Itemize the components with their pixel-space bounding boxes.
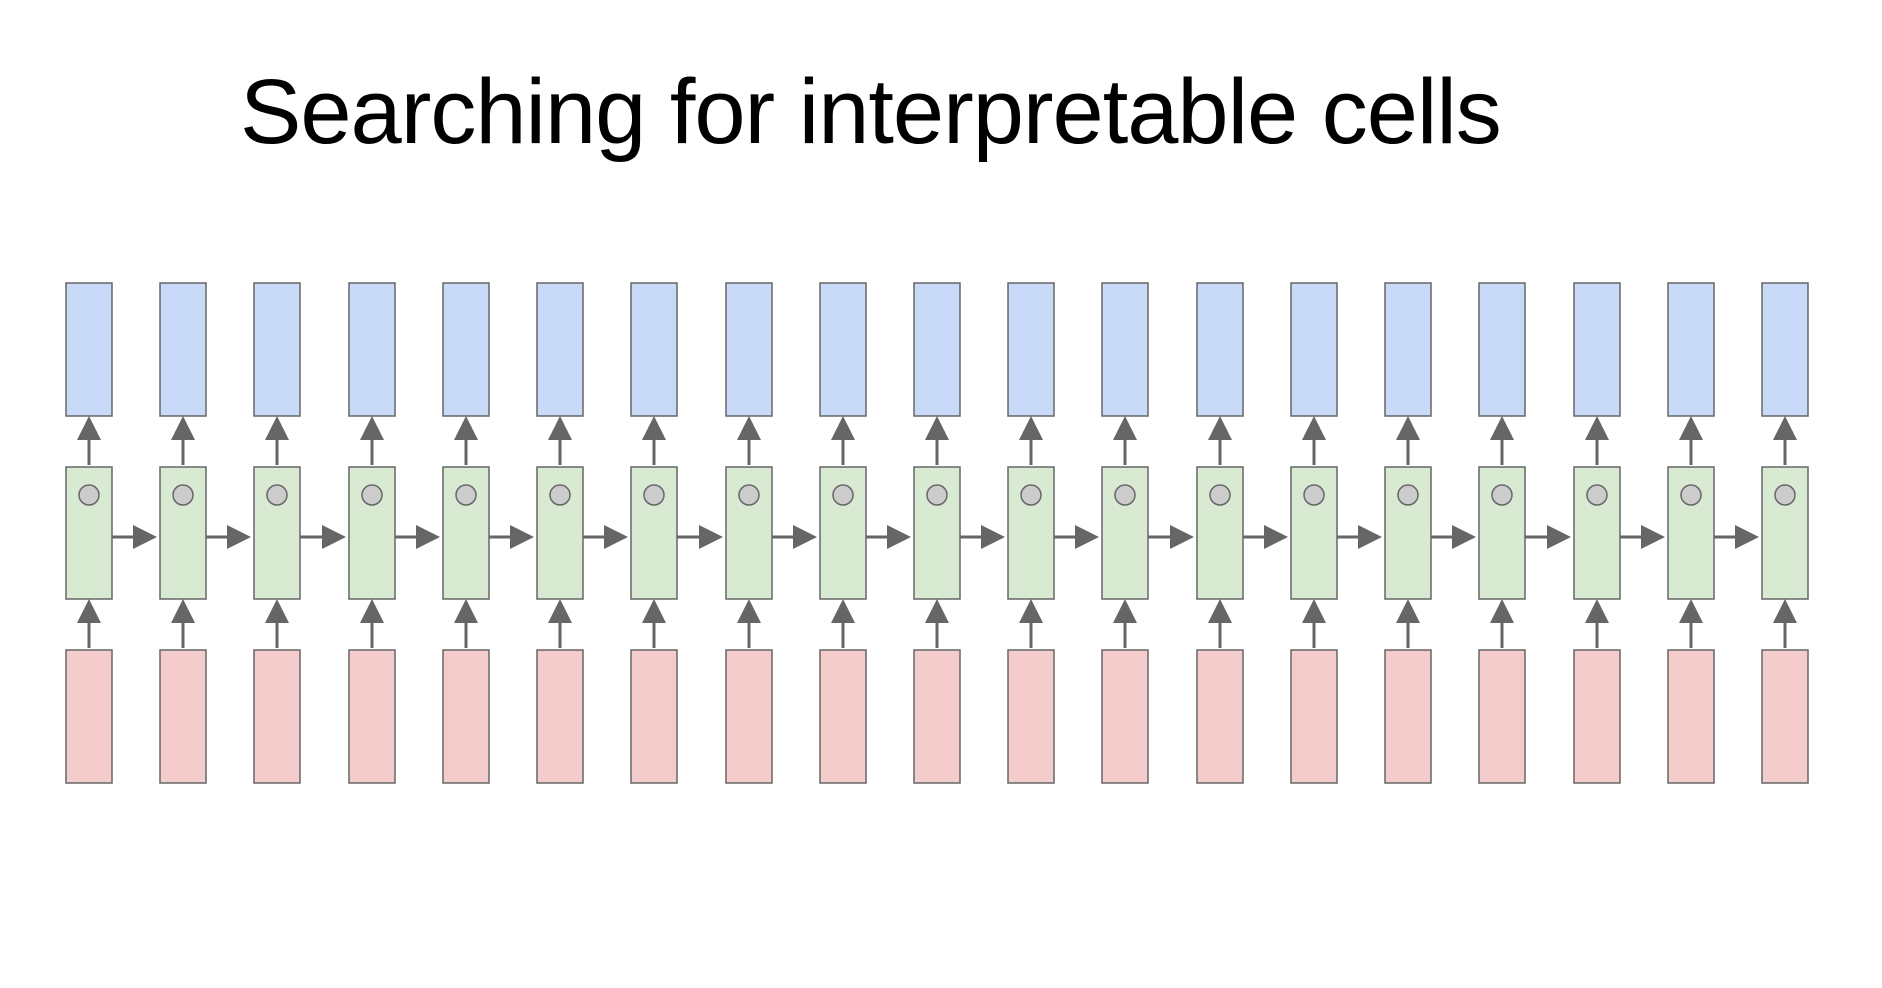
output-cell: [725, 282, 773, 417]
input-cell: [442, 649, 490, 784]
input-cell: [1290, 649, 1338, 784]
output-cell: [1573, 282, 1621, 417]
hidden-unit-circle-icon: [832, 484, 854, 506]
input-cell: [725, 649, 773, 784]
input-cell: [1573, 649, 1621, 784]
hidden-unit-circle-icon: [1774, 484, 1796, 506]
input-cell: [819, 649, 867, 784]
hidden-cell: [1667, 466, 1715, 600]
hidden-unit-circle-icon: [549, 484, 571, 506]
output-cell: [1290, 282, 1338, 417]
output-cell: [1196, 282, 1244, 417]
hidden-unit-circle-icon: [361, 484, 383, 506]
output-cell: [253, 282, 301, 417]
slide-title: Searching for interpretable cells: [240, 61, 1502, 163]
output-cell: [536, 282, 584, 417]
hidden-unit-circle-icon: [1491, 484, 1513, 506]
output-cell: [1007, 282, 1055, 417]
input-cell: [253, 649, 301, 784]
output-cell: [159, 282, 207, 417]
input-cell: [65, 649, 113, 784]
output-cell: [1478, 282, 1526, 417]
hidden-unit-circle-icon: [1020, 484, 1042, 506]
hidden-unit-circle-icon: [172, 484, 194, 506]
output-cell: [65, 282, 113, 417]
input-cell: [1761, 649, 1809, 784]
input-cell: [1667, 649, 1715, 784]
input-cell: [1101, 649, 1149, 784]
hidden-unit-circle-icon: [1303, 484, 1325, 506]
output-cell: [1384, 282, 1432, 417]
hidden-unit-circle-icon: [455, 484, 477, 506]
hidden-unit-circle-icon: [738, 484, 760, 506]
output-cell: [1761, 282, 1809, 417]
input-cell: [1196, 649, 1244, 784]
hidden-unit-circle-icon: [78, 484, 100, 506]
input-cell: [159, 649, 207, 784]
output-cell: [1101, 282, 1149, 417]
input-cell: [1007, 649, 1055, 784]
output-cell: [348, 282, 396, 417]
output-cell: [913, 282, 961, 417]
hidden-unit-circle-icon: [266, 484, 288, 506]
hidden-unit-circle-icon: [1680, 484, 1702, 506]
input-cell: [1384, 649, 1432, 784]
rnn-layer: [65, 282, 1809, 784]
input-cell: [348, 649, 396, 784]
hidden-unit-circle-icon: [1586, 484, 1608, 506]
output-cell: [1667, 282, 1715, 417]
hidden-unit-circle-icon: [926, 484, 948, 506]
input-cell: [1478, 649, 1526, 784]
output-cell: [819, 282, 867, 417]
hidden-unit-circle-icon: [1114, 484, 1136, 506]
hidden-unit-circle-icon: [1209, 484, 1231, 506]
input-cell: [630, 649, 678, 784]
input-cell: [913, 649, 961, 784]
output-cell: [630, 282, 678, 417]
hidden-unit-circle-icon: [1397, 484, 1419, 506]
output-cell: [442, 282, 490, 417]
input-cell: [536, 649, 584, 784]
hidden-unit-circle-icon: [643, 484, 665, 506]
